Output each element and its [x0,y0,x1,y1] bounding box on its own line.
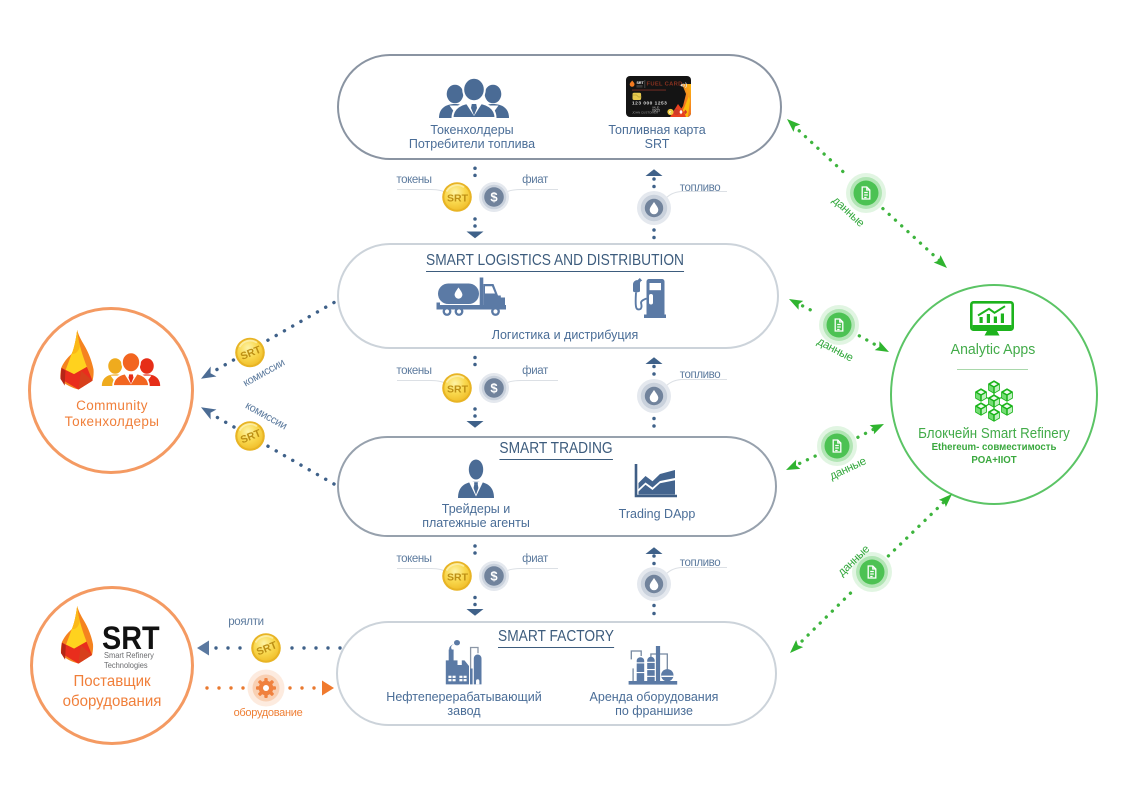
svg-text:123 000 1253: 123 000 1253 [632,101,667,107]
svg-text:JOHN CUSTOMER: JOHN CUSTOMER [632,111,659,115]
svg-text:FUEL CARD: FUEL CARD [647,82,683,88]
svg-text:09/25: 09/25 [652,109,660,113]
svg-text:VALID: VALID [652,106,659,110]
svg-text:SRT: SRT [637,81,645,85]
svg-text:c: c [669,110,672,115]
